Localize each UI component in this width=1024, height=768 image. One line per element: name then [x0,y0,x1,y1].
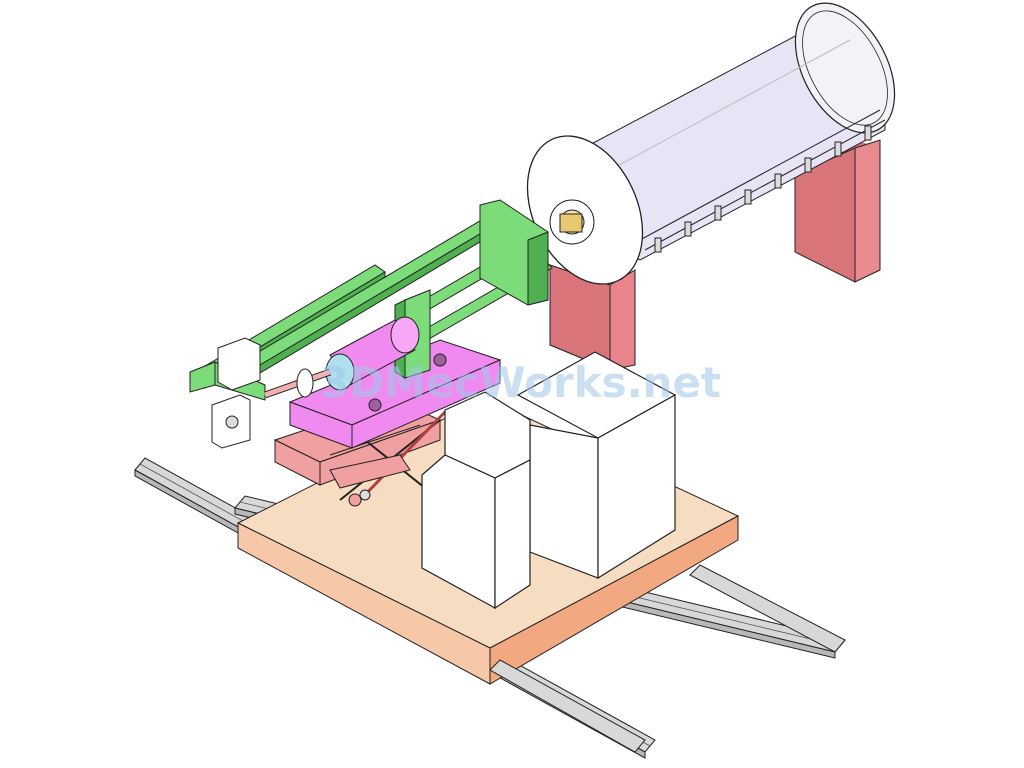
clamp-bolt [714,205,722,221]
clamp-bolt [744,189,752,205]
clamp-bolt [864,125,872,141]
control-cabinet-right [516,351,677,580]
control-cabinet-left [421,391,531,610]
front-support-stand [549,264,636,371]
drum-cylinder [526,2,896,285]
hydraulic-cylinder [263,316,420,399]
rail-segment-front [489,564,846,753]
end-block [211,337,261,449]
clamp-bolt [834,141,842,157]
rear-support-stand [794,139,881,283]
clamp-bolt [654,237,662,253]
clamp-bolt [684,221,692,237]
clamp-bolt [804,157,812,173]
clamp-bolt [774,173,782,189]
lift-table [288,339,502,449]
